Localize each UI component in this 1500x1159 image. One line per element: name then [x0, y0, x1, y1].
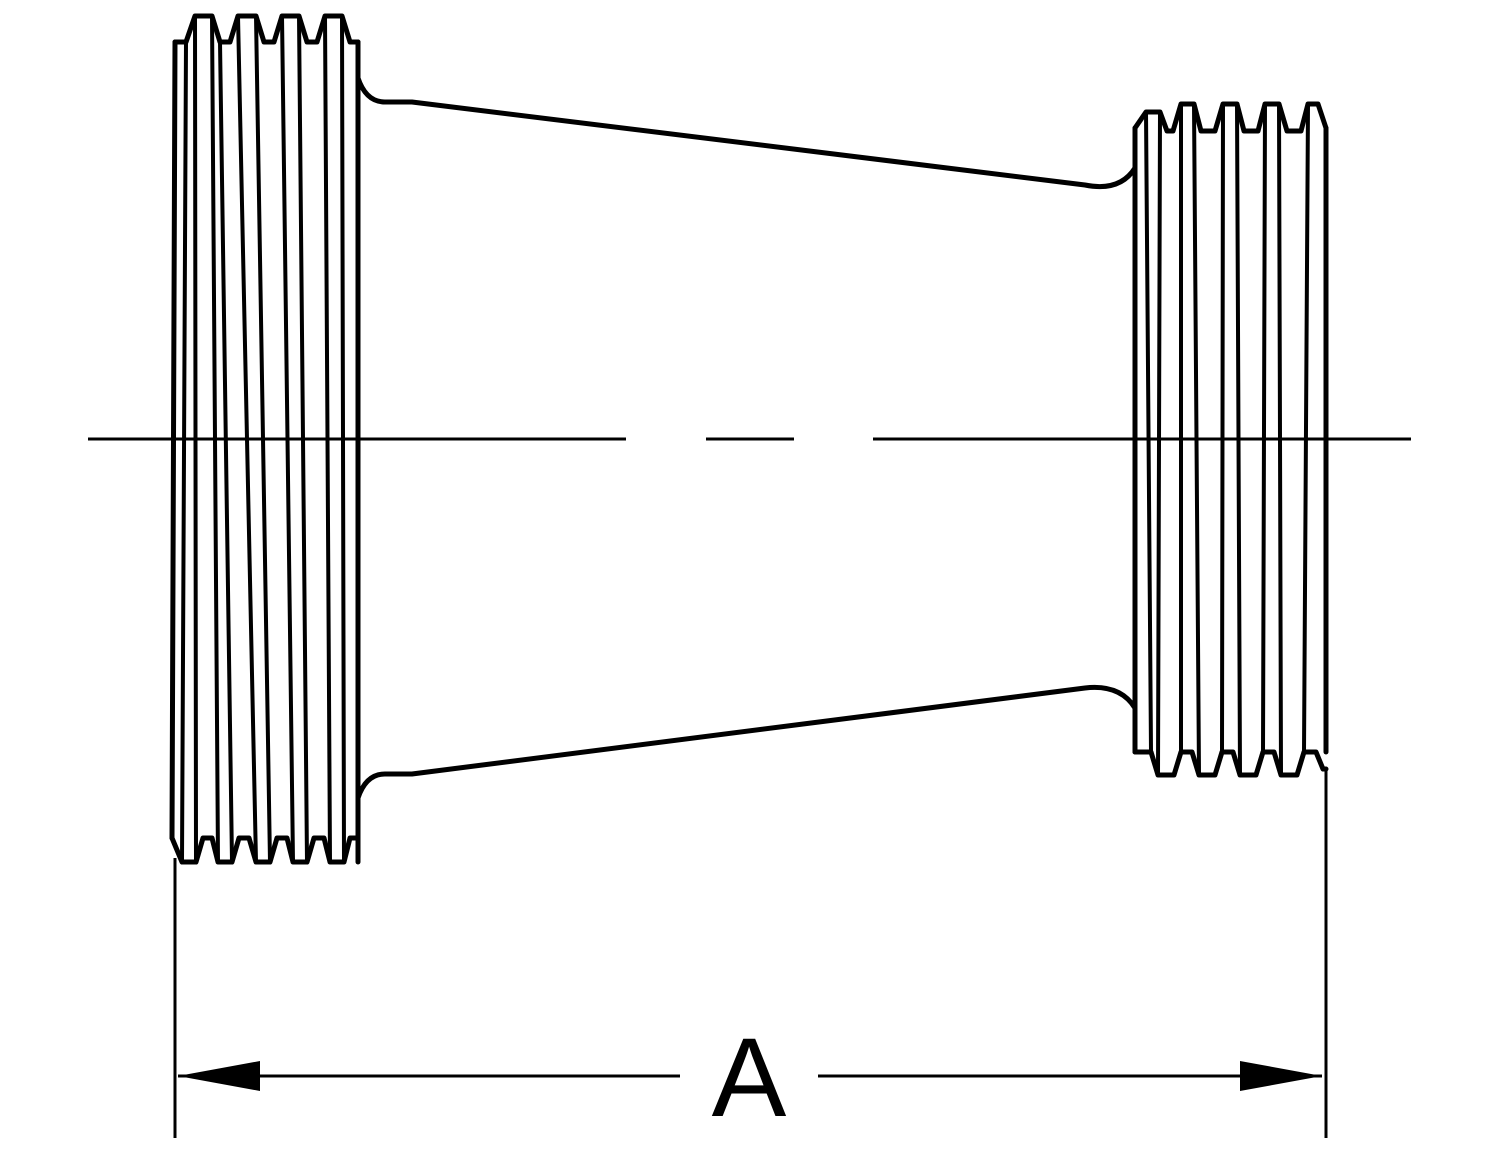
small-end-bottom-crest	[1132, 749, 1329, 778]
large-end-top-crest	[172, 13, 361, 45]
dimension-label: A	[712, 1015, 787, 1140]
small-end-top-crest	[1132, 101, 1329, 134]
dimension-a: A	[173, 770, 1328, 1140]
arrowhead-right	[1240, 1061, 1322, 1091]
arrowhead-left	[178, 1061, 260, 1091]
cone-top-edge	[355, 75, 1138, 190]
small-end-thread-lines	[1144, 102, 1310, 777]
reducer-cone-body	[355, 75, 1138, 801]
cone-bottom-edge	[355, 684, 1138, 801]
small-threaded-end	[1132, 101, 1329, 778]
